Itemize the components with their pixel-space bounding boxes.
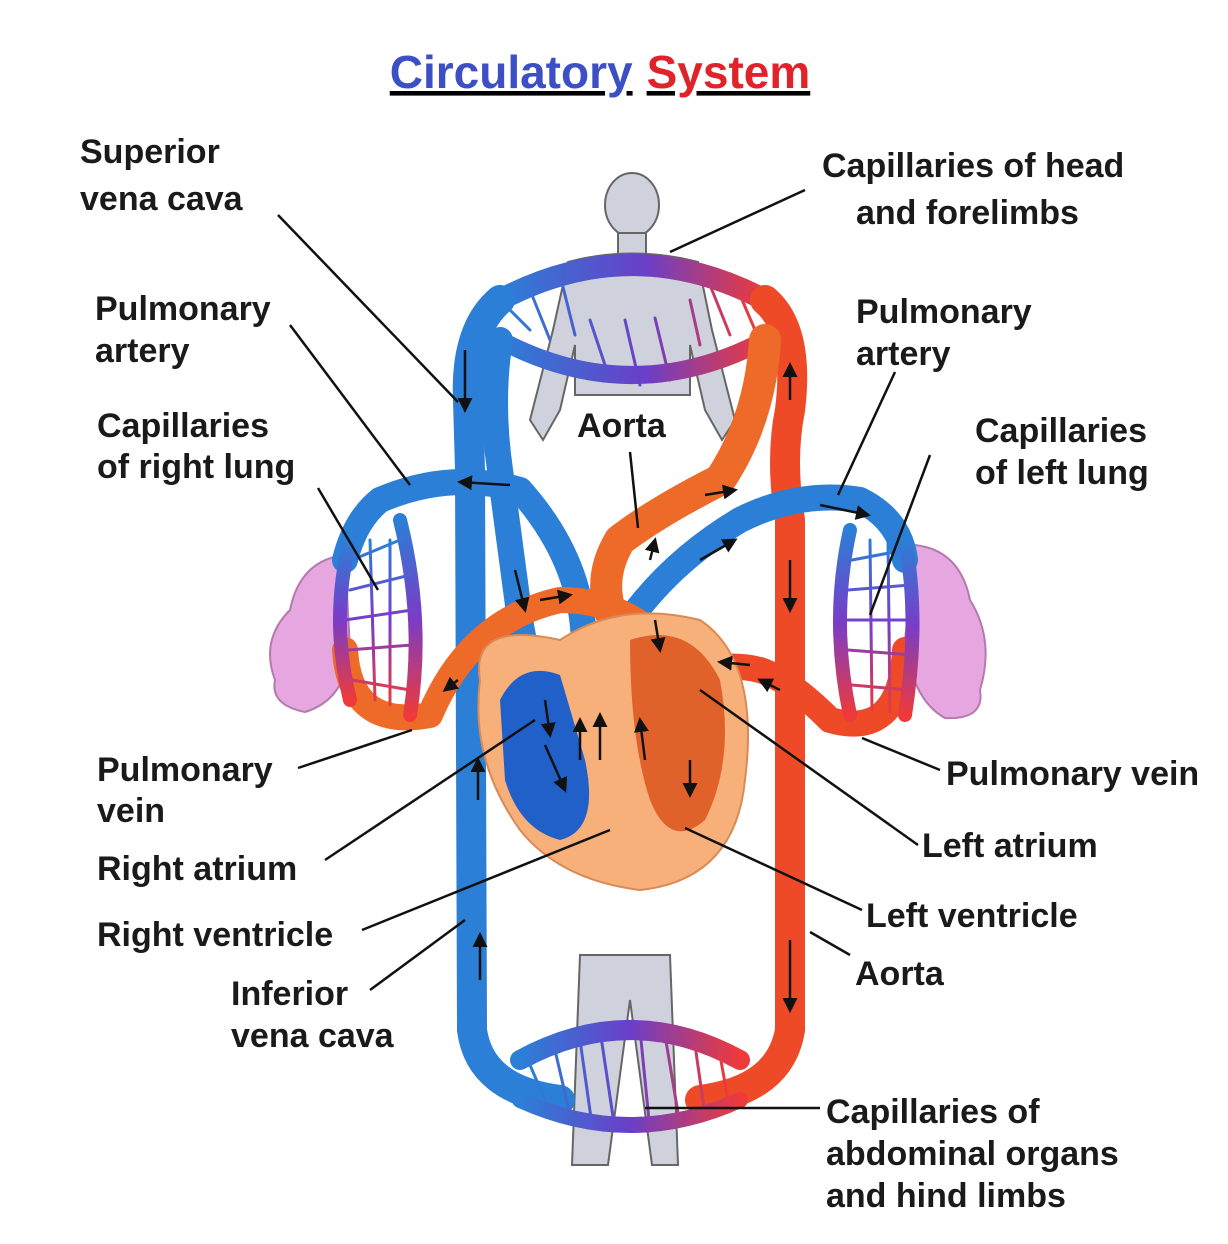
label-inferior-vena-cava-line1: Inferior bbox=[231, 975, 348, 1013]
leader-capillaries-left-lung bbox=[868, 454, 932, 616]
leader-inferior-vena-cava bbox=[369, 918, 466, 992]
label-pulmonary-vein-left-side-line1: Pulmonary bbox=[97, 751, 273, 789]
label-superior-vena-cava-line2: vena cava bbox=[80, 180, 244, 218]
leader-right-ventricle bbox=[361, 828, 611, 932]
pulmonary-artery-left-vessel bbox=[582, 484, 918, 693]
label-inferior-vena-cava-line2: vena cava bbox=[231, 1017, 395, 1055]
diagram-title: Circulatory System bbox=[390, 46, 811, 98]
label-pulmonary-vein-left-side-line2: vein bbox=[97, 792, 165, 830]
superior-vena-cava-branch bbox=[482, 327, 548, 713]
leader-capillaries-right-lung bbox=[316, 487, 380, 591]
leader-pulmonary-vein-right-side bbox=[861, 736, 941, 772]
leader-aorta-bottom bbox=[809, 930, 851, 957]
label-pulmonary-artery-left-side-line2: artery bbox=[95, 332, 190, 370]
label-aorta-bottom: Aorta bbox=[855, 955, 945, 993]
title-word-system: System bbox=[647, 46, 811, 98]
label-right-ventricle: Right ventricle bbox=[97, 916, 333, 954]
leader-aorta-top bbox=[628, 451, 640, 529]
leader-left-atrium bbox=[699, 688, 919, 847]
label-capillaries-abdominal-line3: and hind limbs bbox=[826, 1177, 1066, 1215]
right-heart-chambers bbox=[500, 670, 590, 840]
label-capillaries-abdominal-line2: abdominal organs bbox=[826, 1135, 1119, 1173]
title-word-circulatory: Circulatory bbox=[390, 46, 633, 98]
label-left-ventricle: Left ventricle bbox=[866, 897, 1078, 935]
label-capillaries-right-lung-line2: of right lung bbox=[97, 448, 295, 486]
head-forelimb-capillaries bbox=[489, 254, 776, 387]
right-lung-capillaries bbox=[333, 513, 423, 722]
label-capillaries-head-line2: and forelimbs bbox=[856, 194, 1079, 232]
leader-pulmonary-artery-right-side bbox=[836, 371, 897, 496]
pulmonary-vein-right-vessel bbox=[332, 587, 673, 731]
heart bbox=[477, 612, 749, 892]
label-superior-vena-cava-line1: Superior bbox=[80, 133, 220, 171]
label-capillaries-left-lung-line1: Capillaries bbox=[975, 412, 1147, 450]
label-aorta-top: Aorta bbox=[577, 407, 667, 445]
leader-left-ventricle bbox=[684, 826, 863, 912]
leader-superior-vena-cava bbox=[277, 214, 459, 403]
label-right-atrium: Right atrium bbox=[97, 850, 297, 888]
leader-pulmonary-vein-left-side bbox=[297, 728, 413, 770]
left-heart-chambers bbox=[630, 635, 725, 832]
aorta-descending-vessel bbox=[685, 285, 808, 1115]
flow-arrows bbox=[442, 350, 871, 1013]
left-lung-capillaries bbox=[833, 523, 920, 722]
label-pulmonary-artery-left-side-line1: Pulmonary bbox=[95, 290, 271, 328]
leader-lines bbox=[277, 188, 941, 1110]
label-pulmonary-artery-right-side-line2: artery bbox=[856, 335, 951, 373]
label-pulmonary-artery-right-side-line1: Pulmonary bbox=[856, 293, 1032, 331]
label-capillaries-head-line1: Capillaries of head bbox=[822, 147, 1124, 185]
label-capillaries-abdominal-line1: Capillaries of bbox=[826, 1093, 1040, 1131]
label-pulmonary-vein-right-side: Pulmonary vein bbox=[946, 755, 1199, 793]
label-left-atrium: Left atrium bbox=[922, 827, 1098, 865]
label-capillaries-left-lung-line2: of left lung bbox=[975, 454, 1149, 492]
upper-body-silhouette bbox=[528, 172, 737, 442]
label-capillaries-right-lung-line1: Capillaries bbox=[97, 407, 269, 445]
vena-cava-vessel bbox=[452, 285, 575, 1115]
abdominal-hindlimb-capillaries bbox=[510, 1020, 750, 1133]
leader-right-atrium bbox=[324, 718, 536, 862]
lower-body-silhouette bbox=[570, 954, 680, 1166]
leader-pulmonary-artery-left-side bbox=[289, 324, 411, 486]
left-lung bbox=[903, 543, 987, 720]
right-lung bbox=[269, 553, 352, 714]
leader-capillaries-head bbox=[669, 188, 806, 254]
